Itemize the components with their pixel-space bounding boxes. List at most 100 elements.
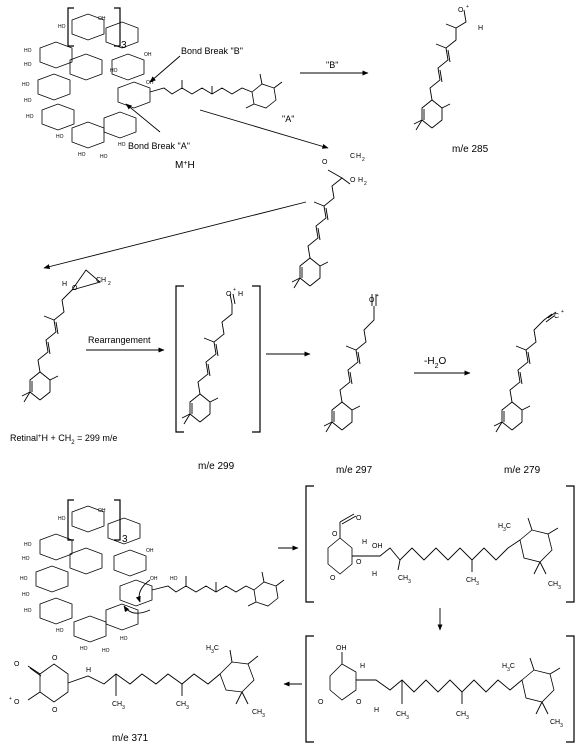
svg-text:O: O: [356, 515, 362, 522]
svg-text:OH: OH: [146, 548, 154, 554]
svg-text:2: 2: [364, 181, 367, 187]
svg-text:O: O: [332, 531, 338, 538]
svg-text:CH3: CH3: [252, 709, 265, 719]
svg-text:O: O: [14, 699, 20, 706]
cyclodextrin-retinal-complex-bottom: 3 HO HO HO HO HO HO HO HO HO HO OH OH OH…: [20, 499, 285, 654]
retinal-attached-top: [149, 73, 283, 109]
svg-text:O: O: [52, 707, 58, 714]
fragment-297: O + m/e 297: [323, 293, 379, 476]
fragment-285: O + H m/e 285: [413, 4, 489, 155]
svg-text:HO: HO: [58, 24, 66, 30]
retinal-h-ch2-structure: H O CH 2: [21, 269, 111, 403]
svg-text:OH: OH: [98, 508, 106, 514]
svg-text:H3C: H3C: [502, 663, 515, 673]
svg-text:H: H: [362, 539, 367, 546]
mh-label: M+H: [175, 160, 195, 172]
mass-371: m/e 371: [112, 733, 149, 744]
hydroxyl-labels-top: HO HO HO HO HO HO HO HO HO HO OH OH OH H…: [22, 16, 154, 160]
fragment-299: O + H m/e 299: [175, 285, 261, 472]
svg-text:H: H: [62, 281, 67, 288]
svg-text:O: O: [356, 699, 362, 706]
svg-text:OH: OH: [336, 645, 347, 652]
rearrangement-arrows-bottom: [123, 579, 151, 614]
hydroxyl-labels-bottom: HO HO HO HO HO HO HO HO HO HO OH OH OH H…: [20, 508, 178, 654]
svg-text:+: +: [376, 293, 379, 299]
svg-text:H3C: H3C: [498, 523, 511, 533]
arrow-b-label: "B": [326, 60, 338, 70]
pathway-a: "A": [199, 109, 329, 149]
svg-text:HO: HO: [22, 556, 30, 562]
svg-text:O: O: [350, 177, 356, 184]
svg-text:H: H: [86, 667, 91, 674]
bond-break-b-label: Bond Break "B": [181, 46, 243, 56]
repeat-count-top: 3: [121, 40, 127, 51]
svg-text:HO: HO: [56, 628, 64, 634]
mass-299: m/e 299: [198, 461, 235, 472]
mass-279: m/e 279: [504, 465, 541, 476]
intermediate-2: OH H O O H CH3 CH3 H3C CH3: [305, 635, 575, 743]
svg-text:2: 2: [362, 157, 365, 163]
svg-text:HO: HO: [24, 98, 32, 104]
svg-text:H: H: [358, 177, 363, 184]
pathway-b: "B": [300, 60, 369, 76]
svg-text:C: C: [554, 313, 559, 320]
svg-text:HO: HO: [24, 608, 32, 614]
svg-text:OH: OH: [146, 80, 154, 86]
svg-text:O: O: [318, 699, 324, 706]
dehydration-label: -H2O: [424, 356, 446, 370]
svg-text:H: H: [356, 153, 361, 160]
bond-break-arrows-top: [125, 55, 181, 133]
svg-text:HO: HO: [24, 62, 32, 68]
cyclodextrin-rings-bottom: [35, 505, 153, 643]
svg-text:HO: HO: [100, 154, 108, 160]
svg-text:H: H: [374, 707, 379, 714]
svg-text:2: 2: [108, 281, 111, 287]
svg-text:O: O: [14, 661, 20, 668]
svg-text:CH3: CH3: [112, 701, 125, 711]
svg-text:CH: CH: [96, 277, 106, 284]
svg-text:CH3: CH3: [548, 581, 561, 591]
svg-text:HO: HO: [22, 592, 30, 598]
svg-text:H: H: [360, 663, 365, 670]
cyclodextrin-bracket-bottom: 3: [67, 499, 128, 545]
svg-text:HO: HO: [56, 134, 64, 140]
svg-text:HO: HO: [170, 576, 178, 582]
svg-text:H: H: [372, 571, 377, 578]
svg-text:OH: OH: [98, 16, 106, 22]
svg-text:HO: HO: [118, 142, 126, 148]
svg-text:OH: OH: [150, 576, 158, 582]
svg-text:HO: HO: [20, 576, 28, 582]
rearrangement-label: Rearrangement: [88, 335, 151, 345]
svg-text:HO: HO: [58, 516, 66, 522]
svg-text:H: H: [238, 291, 243, 298]
retinal-attached-bottom: [151, 571, 285, 607]
svg-text:HO: HO: [24, 542, 32, 548]
svg-text:OH: OH: [372, 543, 383, 550]
mass-297: m/e 297: [336, 465, 373, 476]
svg-text:HO: HO: [22, 82, 30, 88]
fragment-279: C + m/e 279: [493, 309, 564, 476]
svg-text:O: O: [330, 575, 336, 582]
retinal-equation: Retinal+H + CH2 = 299 m/e: [10, 433, 117, 446]
svg-text:HO: HO: [120, 636, 128, 642]
svg-text:OH: OH: [144, 52, 152, 58]
arrow-a-label: "A": [282, 114, 294, 124]
svg-text:O: O: [356, 559, 362, 566]
svg-text:+: +: [561, 309, 564, 315]
repeat-count-bottom: 3: [122, 534, 128, 545]
svg-text:HO: HO: [110, 68, 118, 74]
svg-text:CH3: CH3: [398, 575, 411, 585]
svg-text:H3C: H3C: [206, 645, 219, 655]
svg-text:+: +: [466, 4, 469, 10]
svg-text:CH3: CH3: [466, 577, 479, 587]
svg-text:HO: HO: [24, 48, 32, 54]
svg-text:CH3: CH3: [176, 701, 189, 711]
svg-text:CH3: CH3: [396, 711, 409, 721]
mass-285: m/e 285: [452, 144, 489, 155]
svg-text:O: O: [322, 159, 328, 166]
svg-text:O: O: [369, 297, 375, 304]
svg-text:O: O: [458, 7, 464, 14]
svg-text:HO: HO: [78, 152, 86, 158]
